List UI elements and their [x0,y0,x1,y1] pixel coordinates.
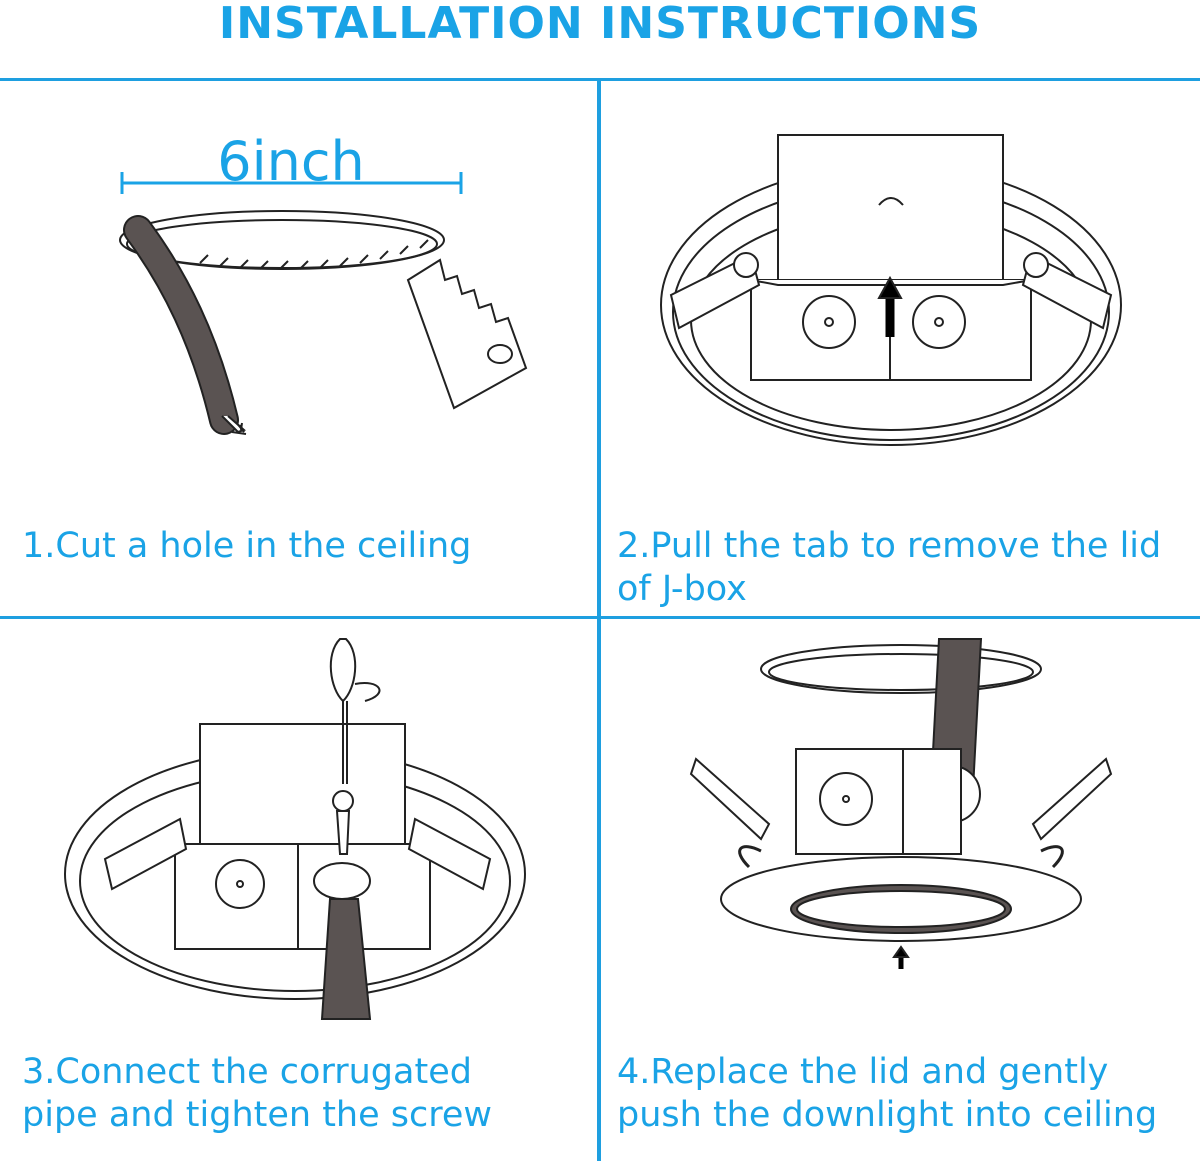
dimension-line [122,172,461,194]
arrow-up [879,278,901,337]
step4-illustration [601,619,1200,1039]
step3-caption: 3.Connect the corrugated pipe and tighte… [22,1051,492,1137]
column-divider [597,80,601,1161]
ceiling-hole [120,211,444,269]
trim-ring [721,857,1081,941]
arrow-up [894,947,908,969]
caption-line: 4.Replace the lid and gently [617,1052,1109,1092]
caption-line: 3.Connect the corrugated [22,1052,472,1092]
screwdriver [331,639,380,854]
step2-illustration [601,80,1200,616]
mounting-clips [105,819,490,889]
step3-illustration [0,619,597,1039]
mounting-clips [671,253,1111,328]
step4-caption: 4.Replace the lid and gently push the do… [617,1051,1157,1137]
dimension-label: 6inch [217,130,365,193]
caption-line: of J-box [617,569,747,609]
caption-line: push the downlight into ceiling [617,1095,1158,1135]
j-box [175,724,430,949]
caption-line: 1.Cut a hole in the ceiling [22,526,472,566]
title-divider [0,78,1200,81]
mounting-clips [691,759,1111,839]
step2-caption: 2.Pull the tab to remove the lid of J-bo… [617,525,1161,611]
knockouts [803,296,965,348]
arrows-rotate [740,847,1063,867]
step1-illustration: 6inch [0,130,597,616]
ceiling-hole [761,645,1041,693]
j-box [751,135,1031,380]
caption-line: 2.Pull the tab to remove the lid [617,526,1162,566]
saw-blade [408,260,526,408]
caption-line: pipe and tighten the screw [22,1095,493,1135]
page-title: INSTALLATION INSTRUCTIONS [218,0,982,49]
j-box [796,749,961,854]
step1-caption: 1.Cut a hole in the ceiling [22,525,471,568]
corrugated-pipe [314,863,370,1019]
wire-cable [138,230,246,434]
